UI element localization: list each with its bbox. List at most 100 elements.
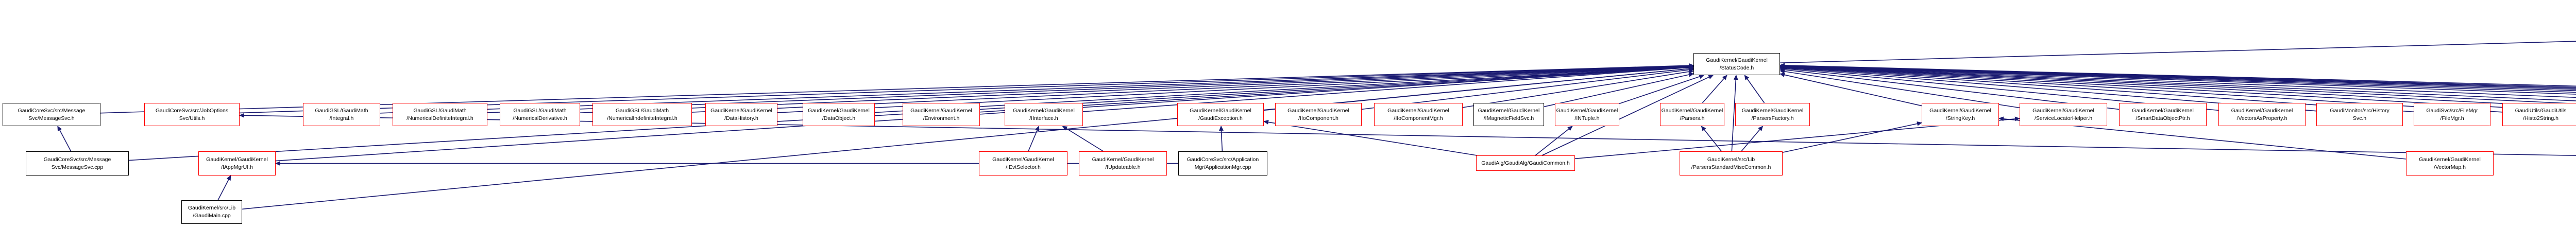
graph-node-label: /VectorsAsProperty.h [2236,115,2287,121]
graph-node-label: /Parsers.h [1680,115,1705,121]
include-edge-ierrortool_h-to-statuscode_h [1780,63,2576,95]
graph-node-label: GaudiKernel/GaudiKernel [808,107,870,114]
graph-node-label: GaudiKernel/GaudiKernel [2132,107,2194,114]
include-edge-algcontextsvc_h-to-statuscode_h [1780,63,2576,93]
graph-node-label: GaudiCoreSvc/src/Message [18,107,86,114]
graph-node-label: /Environment.h [923,115,960,121]
graph-node-gaudiexception_h[interactable]: GaudiKernel/GaudiKernel/GaudiException.h [1177,103,1264,126]
graph-node-label: /IIoComponentMgr.h [1394,115,1443,121]
graph-node-iupdateable_h[interactable]: GaudiKernel/GaudiKernel/IUpdateable.h [1079,151,1167,176]
graph-node-numderiv_h[interactable]: GaudiGSL/GaudiMath/NumericalDerivative.h [500,103,580,126]
graph-node-servicelocatorhelper_h[interactable]: GaudiKernel/GaudiKernel/ServiceLocatorHe… [2020,103,2107,126]
graph-node-stringkey_h[interactable]: GaudiKernel/GaudiKernel/StringKey.h [1922,103,1999,126]
graph-node-label: /GaudiException.h [1198,115,1243,121]
graph-node-label: GaudiKernel/GaudiKernel [1092,156,1154,163]
graph-node-label: /INTuple.h [1574,115,1600,121]
graph-node-label: GaudiKernel/GaudiKernel [1190,107,1251,114]
include-edge-iappmgrui_h-to-statuscode_h [275,65,1694,162]
include-edge-svccatalog_h-to-statuscode_h [1780,63,2576,98]
graph-node-label: GaudiKernel/GaudiKernel [1741,107,1804,114]
graph-node-label: GaudiMonitor/src/History [2330,107,2389,114]
graph-node-label: /GaudiMain.cpp [193,213,231,219]
graph-node-label: GaudiAlg/GaudiAlg/GaudiCommon.h [1481,160,1570,166]
graph-node-label: /FileMgr.h [2440,115,2464,121]
graph-node-label: GaudiSvc/src/FileMgr [2426,107,2478,114]
include-edge-applicationmgr_cpp-to-gaudiexception_h [1218,126,1224,152]
graph-node-integral_h[interactable]: GaudiGSL/GaudiMath/Integral.h [303,103,380,126]
graph-node-label: /DataObject.h [822,115,856,121]
graph-node-histo2string_h[interactable]: GaudiUtils/GaudiUtils/Histo2String.h [2502,103,2576,126]
graph-node-label: GaudiKernel/GaudiKernel [2231,107,2293,114]
graph-node-intuple_h[interactable]: GaudiKernel/GaudiKernel/INTuple.h [1555,103,1619,126]
graph-node-numdefint_h[interactable]: GaudiGSL/GaudiMath/NumericalDefiniteInte… [393,103,487,126]
include-edge-gaudicommon_h-to-statuscode_h [1541,75,1714,156]
graph-node-label: GaudiKernel/GaudiKernel [2032,107,2094,114]
graph-node-label: /Integral.h [329,115,354,121]
include-edge-stringkey_h-to-statuscode_h [1780,73,1922,107]
graph-node-label: Svc.h [2352,115,2367,121]
include-edge-parsers_h-to-statuscode_h [1702,75,1727,103]
graph-node-smartdataobjectptr_h[interactable]: GaudiKernel/GaudiKernel/SmartDataObjectP… [2119,103,2207,126]
include-edge-monissuelogger_h-to-statuscode_h [1780,63,2576,87]
graph-node-label: Svc/MessageSvc.h [28,115,75,121]
graph-node-dataobject_h[interactable]: GaudiKernel/GaudiKernel/DataObject.h [803,103,875,126]
graph-node-label: /ParsersFactory.h [1751,115,1794,121]
graph-node-iappmgrui_h[interactable]: GaudiKernel/GaudiKernel/IAppMgrUI.h [198,151,276,176]
include-edge-servicelocatorhelper_h-to-statuscode_h [1780,69,2020,109]
graph-node-iinterface_h[interactable]: GaudiKernel/GaudiKernel/IInterface.h [1005,103,1083,126]
graph-node-label: /NumericalDefiniteIntegral.h [406,115,473,121]
graph-node-label: /ServiceLocatorHelper.h [2034,115,2093,121]
graph-node-parsersfactory_h[interactable]: GaudiKernel/GaudiKernel/ParsersFactory.h [1735,103,1810,126]
graph-node-label: /IInterface.h [1029,115,1058,121]
graph-node-datahistory_h[interactable]: GaudiKernel/GaudiKernel/DataHistory.h [705,103,777,126]
graph-node-label: GaudiKernel/GaudiKernel [910,107,972,114]
graph-node-label: GaudiKernel/GaudiKernel [206,156,268,163]
include-edge-filemgr_h-to-statuscode_h [1780,65,2414,113]
include-edge-iiocomponentmgr_h-to-statuscode_h [1462,69,1694,108]
graph-node-label: GaudiCoreSvc/src/Application [1187,156,1259,163]
include-edge-parsersfactory_h-to-statuscode_h [1744,75,1765,103]
include-edge-issueseverity_cpp-to-statuscode_h [1780,63,2576,88]
graph-node-parsersstdmisc_h[interactable]: GaudiKernel/src/Lib/ParsersStandardMiscC… [1680,151,1783,176]
graph-node-label: GaudiKernel/GaudiKernel [710,107,772,114]
include-edge-ievtselector_h-to-iinterface_h [1028,126,1040,152]
graph-node-label: GaudiKernel/GaudiKernel [1478,107,1540,114]
graph-node-iiocomponentmgr_h[interactable]: GaudiKernel/GaudiKernel/IIoComponentMgr.… [1374,103,1463,126]
graph-node-label: GaudiGSL/GaudiMath [615,107,669,114]
include-edge-gaudicommon_h-to-gaudiexception_h [1263,119,1478,156]
include-edge-statuscode_h-to-issueseverity_h [1780,41,2576,64]
graph-node-label: GaudiKernel/GaudiKernel [992,156,1054,163]
graph-node-ievtselector_h[interactable]: GaudiKernel/GaudiKernel/IEvtSelector.h [979,151,1067,176]
include-edge-parsersstdmisc_h-to-parsers_h [1701,126,1722,152]
graph-node-label: /ParsersStandardMiscCommon.h [1691,164,1771,170]
graph-node-gaudimain_cpp[interactable]: GaudiKernel/src/Lib/GaudiMain.cpp [181,200,242,224]
graph-node-label: GaudiKernel/GaudiKernel [2419,156,2481,163]
graph-node-vectormap_h[interactable]: GaudiKernel/GaudiKernel/VectorMap.h [2406,151,2494,176]
graph-node-label: /StringKey.h [1945,115,1975,121]
graph-node-label: /NumericalDerivative.h [513,115,567,121]
graph-node-parsers_h[interactable]: GaudiKernel/GaudiKernel/Parsers.h [1660,103,1724,126]
include-edge-environment_h-to-statuscode_h [979,64,1694,113]
graph-node-label: /IAppMgrUI.h [221,164,253,170]
include-edge-parsersstdmisc_h-to-stringkey_h [1782,121,1922,153]
graph-node-numindefint_h[interactable]: GaudiGSL/GaudiMath/NumericalIndefiniteIn… [592,103,692,126]
graph-node-statuscode_h[interactable]: GaudiKernel/GaudiKernel/StatusCode.h [1693,53,1780,75]
include-edge-gaudimain_cpp-to-statuscode_h [242,66,1694,210]
graph-node-imagneticfieldsvc_h[interactable]: GaudiKernel/GaudiKernel/IMagneticFieldSv… [1473,103,1544,126]
graph-node-vectorsasproperty_h[interactable]: GaudiKernel/GaudiKernel/VectorsAsPropert… [2218,103,2306,126]
graph-node-gaudicommon_h[interactable]: GaudiAlg/GaudiAlg/GaudiCommon.h [1476,155,1575,171]
graph-node-label: GaudiKernel/GaudiKernel [1706,57,1768,63]
graph-node-environment_h[interactable]: GaudiKernel/GaudiKernel/Environment.h [903,103,980,126]
graph-node-label: GaudiKernel/GaudiKernel [1556,107,1618,114]
graph-node-filemgr_h[interactable]: GaudiSvc/src/FileMgr/FileMgr.h [2414,103,2490,126]
graph-node-label: /IIoComponent.h [1298,115,1338,121]
graph-node-label: GaudiGSL/GaudiMath [315,107,368,114]
graph-node-iiocomponent_h[interactable]: GaudiKernel/GaudiKernel/IIoComponent.h [1275,103,1362,126]
graph-node-label: GaudiUtils/GaudiUtils [2515,107,2567,114]
graph-node-label: GaudiKernel/src/Lib [188,205,236,211]
